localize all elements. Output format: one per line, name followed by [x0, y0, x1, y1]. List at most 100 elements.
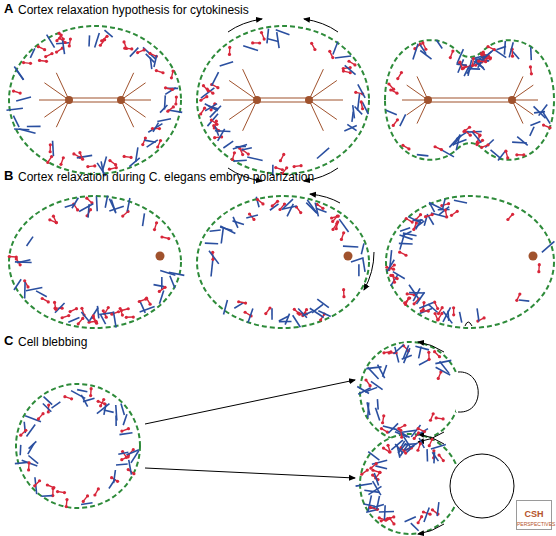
- actin-filament: [19, 445, 21, 455]
- actin-filament: [368, 367, 379, 379]
- myosin-head: [407, 297, 410, 300]
- myosin-head: [298, 312, 301, 315]
- panel-title: Cortex relaxation during C. elegans embr…: [18, 170, 314, 184]
- myosin-head: [368, 384, 371, 387]
- myosin-head: [469, 134, 472, 137]
- myosin-head: [85, 197, 88, 200]
- actin-filament: [210, 230, 221, 231]
- actin-filament: [433, 452, 435, 463]
- cortex-filaments: [6, 29, 554, 531]
- actin-filament: [113, 311, 116, 327]
- myosin-head: [427, 309, 430, 312]
- actin-filament: [420, 50, 431, 59]
- myosin-head: [38, 59, 41, 62]
- myosin-head: [515, 153, 518, 156]
- myosin-head: [143, 48, 146, 51]
- actin-filament: [379, 511, 394, 513]
- embryo-cortex: [9, 196, 181, 328]
- myosin-head: [382, 414, 385, 417]
- myosin-head: [45, 60, 48, 63]
- actin-filament: [47, 35, 55, 48]
- myosin-head: [77, 322, 80, 325]
- myosin-head: [261, 202, 264, 205]
- myosin-head: [449, 56, 452, 59]
- myosin-head: [380, 427, 383, 430]
- actin-filament: [378, 365, 385, 378]
- flow-arrow: [228, 19, 262, 32]
- myosin-head: [158, 127, 161, 130]
- actin-filament: [154, 55, 157, 67]
- myosin-head: [438, 355, 441, 358]
- myosin-head: [55, 221, 58, 224]
- panel-title: Cell blebbing: [18, 335, 87, 349]
- astral-microtubule: [121, 100, 134, 127]
- actin-filament: [420, 45, 426, 54]
- actin-filament: [224, 300, 228, 315]
- actin-filament: [28, 456, 38, 464]
- myosin-head: [120, 430, 123, 433]
- myosin-head: [164, 86, 167, 89]
- myosin-head: [264, 312, 267, 315]
- myosin-head: [422, 510, 425, 513]
- actin-filament: [386, 110, 397, 114]
- actin-filament: [121, 404, 124, 415]
- myosin-head: [548, 126, 551, 129]
- actin-filament: [400, 228, 410, 231]
- myosin-head: [422, 301, 425, 304]
- actin-filament: [431, 445, 446, 449]
- actin-filament: [333, 41, 338, 54]
- myosin-head: [452, 306, 455, 309]
- actin-filament: [81, 312, 89, 322]
- myosin-head: [440, 312, 443, 315]
- myosin-head: [108, 159, 111, 162]
- actin-filament: [150, 57, 151, 69]
- myosin-head: [107, 306, 110, 309]
- myosin-head: [413, 437, 416, 440]
- myosin-head: [63, 491, 66, 494]
- myosin-head: [435, 416, 438, 419]
- myosin-head: [437, 312, 440, 315]
- actin-filament: [542, 111, 550, 123]
- actin-filament: [104, 410, 114, 412]
- actin-filament: [16, 70, 23, 80]
- actin-filament: [335, 56, 351, 58]
- actin-filament: [279, 321, 292, 323]
- actin-filament: [356, 483, 373, 486]
- myosin-head: [480, 52, 483, 55]
- actin-filament: [415, 346, 429, 350]
- actin-filament: [530, 47, 532, 60]
- myosin-head: [419, 442, 422, 445]
- myosin-head: [228, 46, 231, 49]
- myosin-head: [396, 277, 399, 280]
- actin-filament: [41, 495, 52, 497]
- myosin-head: [420, 309, 423, 312]
- myosin-head: [241, 153, 244, 156]
- myosin-head: [19, 434, 22, 437]
- sperm-centrosome: [529, 252, 538, 261]
- myosin-head: [342, 288, 345, 291]
- myosin-head: [392, 268, 395, 271]
- myosin-head: [441, 417, 444, 420]
- myosin-head: [47, 403, 50, 406]
- myosin-head: [163, 286, 166, 289]
- actin-filament: [364, 504, 375, 506]
- myosin-head: [15, 255, 18, 258]
- myosin-head: [375, 462, 378, 465]
- actin-filament: [509, 42, 513, 57]
- myosin-head: [62, 37, 65, 40]
- myosin-head: [114, 163, 117, 166]
- actin-filament: [28, 444, 34, 455]
- actin-filament: [318, 311, 330, 317]
- myosin-head: [19, 91, 22, 94]
- flow-arrow: [310, 194, 340, 203]
- spindle-fiber: [69, 101, 121, 102]
- myosin-head: [437, 453, 440, 456]
- myosin-head: [537, 270, 540, 273]
- actin-filament: [25, 416, 41, 422]
- myosin-head: [336, 220, 339, 223]
- myosin-head: [389, 274, 392, 277]
- actin-filament: [277, 32, 279, 48]
- myosin-head: [93, 164, 96, 167]
- actin-filament: [472, 132, 481, 143]
- myosin-head: [52, 215, 55, 218]
